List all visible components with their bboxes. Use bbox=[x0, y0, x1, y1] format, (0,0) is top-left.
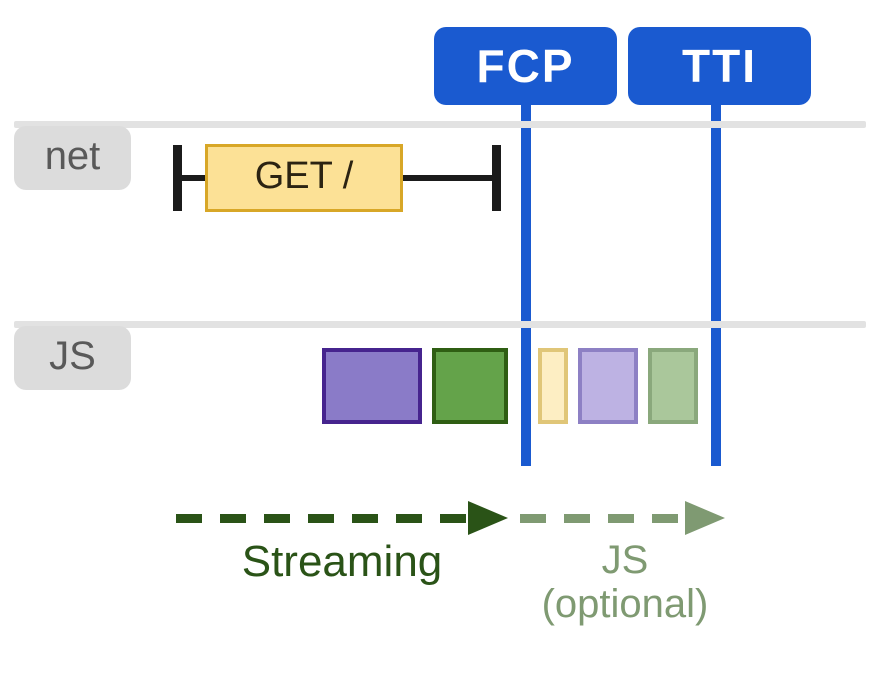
js-task-purple-faded[interactable] bbox=[578, 348, 638, 424]
js-task-green-faded[interactable] bbox=[648, 348, 698, 424]
request-whisker-right bbox=[399, 175, 496, 181]
phase-label-line: Streaming bbox=[241, 537, 443, 586]
lane-rule-js bbox=[14, 321, 866, 328]
request-whisker-left bbox=[177, 175, 209, 181]
lane-label-net: net bbox=[14, 126, 131, 190]
milestone-badge-fcp[interactable]: FCP bbox=[434, 27, 617, 105]
lane-rule-net bbox=[14, 121, 866, 128]
request-start-tick bbox=[173, 145, 182, 211]
phase-arrow-js-optional-dashes bbox=[520, 514, 685, 523]
js-task-purple-solid[interactable] bbox=[322, 348, 422, 424]
js-task-yellow-faded[interactable] bbox=[538, 348, 568, 424]
milestone-line-fcp bbox=[521, 100, 531, 466]
lane-label-js: JS bbox=[14, 326, 131, 390]
phase-label-line: (optional) bbox=[541, 582, 709, 626]
phase-arrow-js-optional-head bbox=[685, 501, 725, 535]
phase-label-js-optional: JS(optional) bbox=[505, 538, 745, 626]
milestone-badge-tti[interactable]: TTI bbox=[628, 27, 811, 105]
phase-arrow-streaming-dashes bbox=[176, 514, 468, 523]
phase-label-line: JS bbox=[601, 538, 649, 582]
phase-arrow-streaming-head bbox=[468, 501, 508, 535]
net-request-block-get-root[interactable]: GET / bbox=[205, 144, 403, 212]
phase-label-streaming: Streaming bbox=[176, 537, 508, 586]
request-end-tick bbox=[492, 145, 501, 211]
milestone-line-tti bbox=[711, 100, 721, 466]
js-task-green-solid[interactable] bbox=[432, 348, 508, 424]
